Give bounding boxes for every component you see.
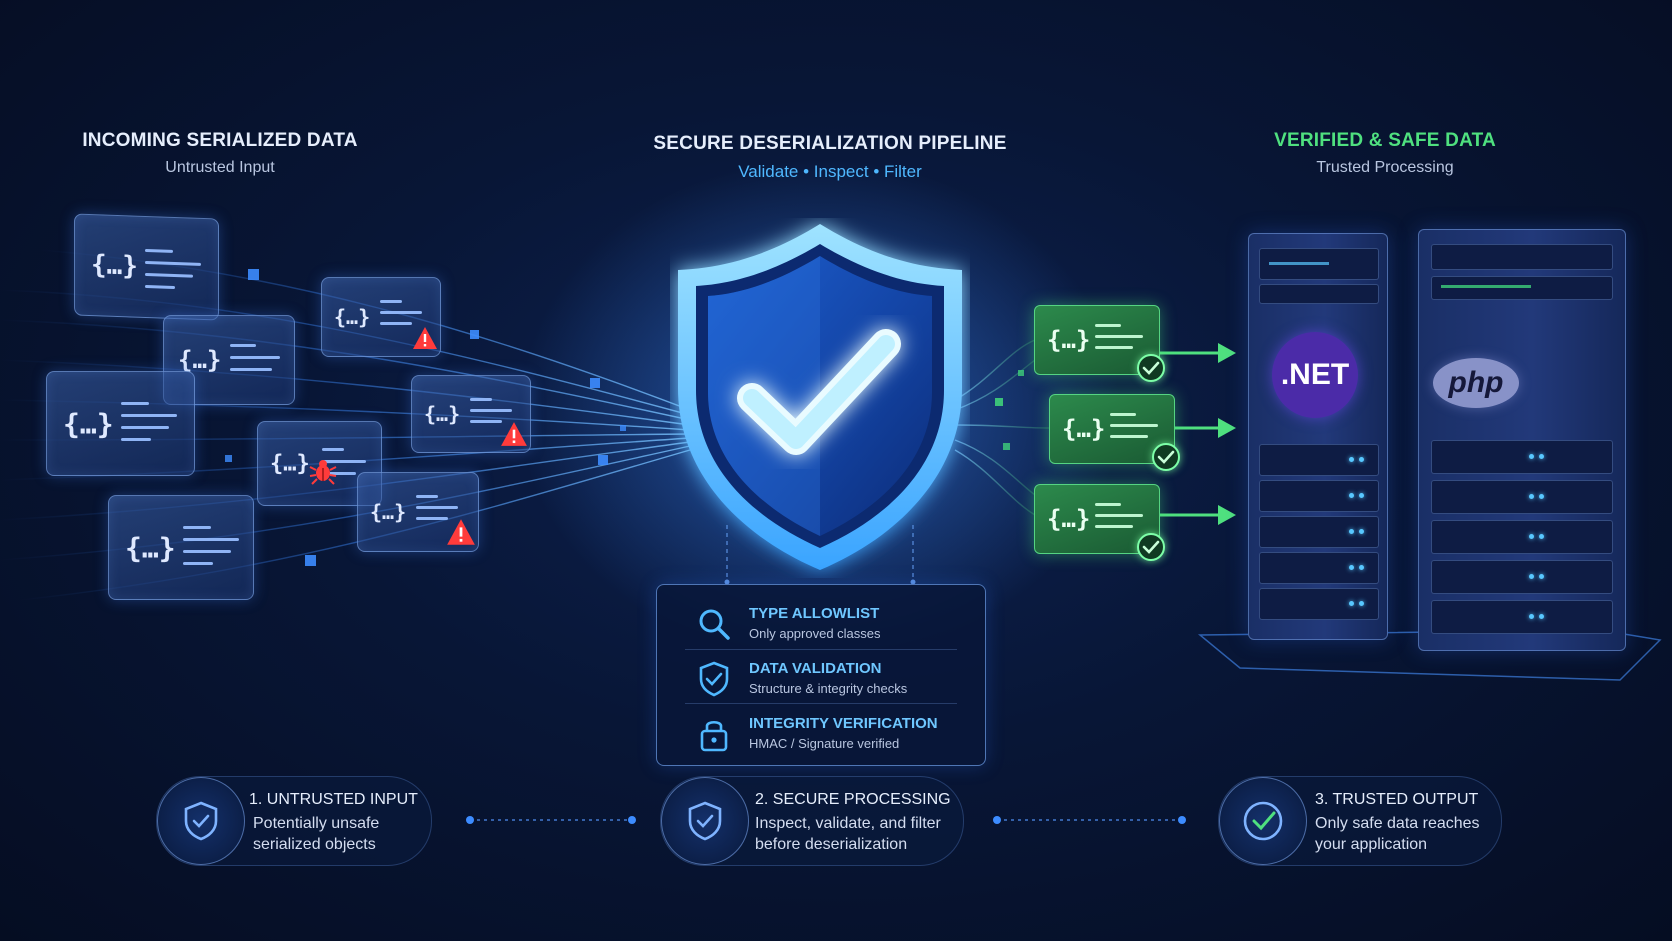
step-title: 2. SECURE PROCESSING xyxy=(755,791,951,808)
json-braces-icon: {…} xyxy=(1047,326,1091,354)
check-title: DATA VALIDATION xyxy=(749,660,882,677)
json-braces-icon: {…} xyxy=(370,500,407,524)
lock-icon xyxy=(700,720,728,752)
check-description: Structure & integrity checks xyxy=(749,681,908,696)
check-title: INTEGRITY VERIFICATION xyxy=(749,715,938,732)
step-trusted-output: 3. TRUSTED OUTPUT Only safe data reaches… xyxy=(1218,776,1502,866)
check-badge-icon xyxy=(1137,533,1165,561)
left-column-title: INCOMING SERIALIZED DATA xyxy=(82,130,358,151)
warning-icon xyxy=(447,519,475,545)
suspicious-object-card: {…} xyxy=(357,472,479,552)
json-braces-icon: {…} xyxy=(178,346,222,374)
json-braces-icon: {…} xyxy=(1047,505,1091,533)
right-column-title: VERIFIED & SAFE DATA xyxy=(1274,130,1496,151)
step-secure-processing: 2. SECURE PROCESSING Inspect, validate, … xyxy=(660,776,964,866)
shield-icon xyxy=(184,801,218,841)
center-column-title: SECURE DESERIALIZATION PIPELINE xyxy=(653,133,1007,154)
json-braces-icon: {…} xyxy=(63,407,114,440)
step-icon-circle xyxy=(661,777,749,865)
step-title: 3. TRUSTED OUTPUT xyxy=(1315,791,1479,808)
verified-object-card: {…} xyxy=(1049,394,1180,471)
center-column-subtitle: Validate • Inspect • Filter xyxy=(738,162,922,181)
suspicious-object-card: {…} xyxy=(411,375,531,453)
check-type-allowlist: TYPE ALLOWLIST Only approved classes xyxy=(657,597,985,651)
json-braces-icon: {…} xyxy=(424,402,461,426)
step-icon-circle xyxy=(1219,777,1307,865)
check-circle-icon xyxy=(1243,801,1283,841)
check-data-validation: DATA VALIDATION Structure & integrity ch… xyxy=(657,652,985,706)
json-braces-icon: {…} xyxy=(1062,415,1106,443)
php-server: php xyxy=(1418,229,1626,651)
json-braces-icon: {…} xyxy=(91,250,138,282)
step-icon-circle xyxy=(157,777,245,865)
php-logo: php xyxy=(1433,358,1519,408)
serialized-object-card: {…} xyxy=(74,213,219,321)
bug-icon xyxy=(309,460,337,485)
serialized-object-card: {…} xyxy=(46,371,195,476)
json-braces-icon: {…} xyxy=(270,451,310,476)
json-braces-icon: {…} xyxy=(125,531,176,564)
check-description: HMAC / Signature verified xyxy=(749,736,900,751)
json-braces-icon: {…} xyxy=(334,305,371,329)
shield-check-icon xyxy=(678,224,962,570)
check-badge-icon xyxy=(1152,443,1180,471)
left-column-subtitle: Untrusted Input xyxy=(165,159,275,176)
check-integrity-verification: INTEGRITY VERIFICATION HMAC / Signature … xyxy=(657,707,985,761)
serialized-object-card: {…} xyxy=(108,495,254,600)
verified-object-card: {…} xyxy=(1034,305,1165,382)
verified-object-card: {…} xyxy=(1034,484,1165,561)
warning-icon xyxy=(501,422,527,446)
warning-icon xyxy=(413,327,437,349)
check-description: Only approved classes xyxy=(749,626,881,641)
pipeline-checks-panel: TYPE ALLOWLIST Only approved classes DAT… xyxy=(656,584,986,766)
suspicious-object-card: {…} xyxy=(321,277,441,357)
shield-icon xyxy=(699,661,729,697)
step-title: 1. UNTRUSTED INPUT xyxy=(249,791,418,808)
check-title: TYPE ALLOWLIST xyxy=(749,605,880,622)
shield-icon xyxy=(688,801,722,841)
check-badge-icon xyxy=(1137,354,1165,382)
dotnet-logo: .NET xyxy=(1272,332,1358,418)
right-column-subtitle: Trusted Processing xyxy=(1316,159,1454,176)
dotnet-server: .NET xyxy=(1248,233,1388,640)
magnifier-icon xyxy=(699,609,730,640)
